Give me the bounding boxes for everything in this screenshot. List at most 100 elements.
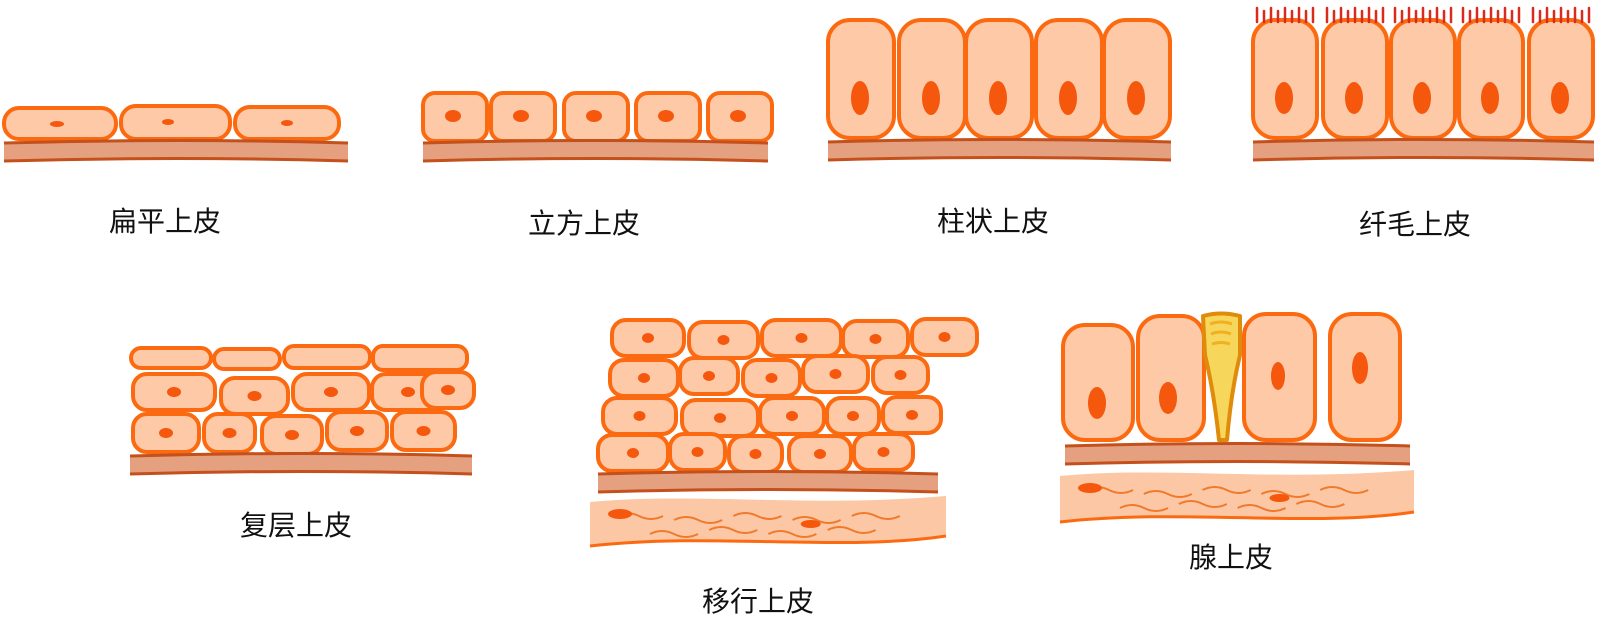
cell xyxy=(787,434,853,474)
cell xyxy=(608,358,680,398)
nucleus xyxy=(877,447,890,457)
cell xyxy=(1328,312,1402,442)
fibroblast-nucleus xyxy=(800,520,821,528)
cell xyxy=(1102,18,1172,140)
panel-columnar-epithelium xyxy=(826,18,1172,162)
membrane-line xyxy=(597,470,939,476)
membrane-line xyxy=(597,488,939,494)
nucleus xyxy=(829,369,842,379)
cell-body xyxy=(212,347,282,371)
cell xyxy=(1136,314,1206,442)
nucleus xyxy=(717,335,730,345)
goblet-cell xyxy=(1201,311,1242,442)
nucleus xyxy=(633,411,646,421)
cell-body xyxy=(1389,18,1457,140)
nucleus xyxy=(894,370,907,380)
panel-transitional-epithelium xyxy=(589,317,979,548)
nucleus xyxy=(416,426,431,436)
basement-membrane xyxy=(422,139,769,163)
nucleus xyxy=(691,447,704,457)
nucleus xyxy=(869,334,882,344)
membrane-line xyxy=(422,139,769,145)
label-stratified: 复层上皮 xyxy=(239,509,353,542)
goblet-body xyxy=(1201,311,1242,442)
nucleus xyxy=(1481,82,1499,114)
cell xyxy=(741,358,802,398)
fibroblast-nucleus xyxy=(608,509,632,519)
fiber xyxy=(767,530,817,538)
secretory-granules xyxy=(1209,320,1233,346)
cell xyxy=(1389,18,1457,140)
membrane-line xyxy=(827,156,1172,162)
cell xyxy=(687,320,760,360)
basement-membrane xyxy=(1064,442,1411,466)
membrane-band xyxy=(1065,443,1410,464)
cell xyxy=(826,18,896,140)
cell-body xyxy=(826,18,896,140)
cell xyxy=(668,432,727,472)
nucleus xyxy=(1345,82,1363,114)
fiber xyxy=(1319,486,1369,494)
nucleus xyxy=(513,110,529,122)
panel-stratified-epithelium xyxy=(129,344,476,476)
basement-membrane xyxy=(827,138,1172,162)
cell-body xyxy=(1457,18,1525,140)
fiber xyxy=(851,512,901,520)
cell xyxy=(964,18,1034,140)
nucleus xyxy=(1275,82,1293,114)
cilia-group xyxy=(1255,6,1315,24)
cell xyxy=(131,372,217,412)
nucleus xyxy=(922,81,940,115)
nucleus xyxy=(1413,82,1431,114)
nucleus xyxy=(1551,82,1569,114)
cell xyxy=(390,410,457,452)
cell xyxy=(727,434,784,474)
cell xyxy=(601,396,678,436)
nucleus xyxy=(445,110,461,122)
nucleus xyxy=(638,373,650,383)
cell xyxy=(680,398,760,438)
cell-body xyxy=(897,18,967,140)
cell xyxy=(282,344,372,370)
nucleus xyxy=(167,387,181,397)
panel-cuboidal-epithelium xyxy=(421,91,774,163)
fibroblast-nucleus xyxy=(1078,483,1102,493)
cell xyxy=(897,18,967,140)
nucleus xyxy=(586,110,602,122)
cell xyxy=(325,410,389,452)
fiber xyxy=(1202,486,1252,494)
membrane-band xyxy=(4,140,348,161)
nucleus xyxy=(765,373,778,383)
membrane-band xyxy=(423,140,768,161)
membrane-band xyxy=(828,139,1171,160)
cell-body xyxy=(1102,18,1172,140)
membrane-line xyxy=(827,138,1172,144)
nucleus xyxy=(159,428,173,438)
cell-body xyxy=(282,344,372,370)
nucleus xyxy=(847,411,859,421)
cell xyxy=(1321,18,1389,140)
cell xyxy=(202,412,257,454)
cell xyxy=(871,355,930,395)
cell xyxy=(1251,18,1319,140)
nucleus xyxy=(814,449,826,459)
connective-edge xyxy=(589,534,947,548)
cell-body xyxy=(964,18,1034,140)
membrane-line xyxy=(1252,138,1595,144)
label-columnar: 柱状上皮 xyxy=(936,205,1050,238)
nucleus xyxy=(441,385,455,395)
fiber xyxy=(649,530,699,538)
fiber xyxy=(1260,490,1310,498)
cell-body xyxy=(1321,18,1389,140)
membrane-line xyxy=(3,157,349,163)
basement-membrane xyxy=(1252,138,1595,162)
fiber xyxy=(1178,500,1228,508)
cell xyxy=(1457,18,1525,140)
membrane-band xyxy=(1253,139,1594,160)
nucleus xyxy=(1059,81,1077,115)
cell xyxy=(881,395,943,435)
cell xyxy=(841,319,910,359)
cell xyxy=(678,356,740,396)
nucleus xyxy=(1088,387,1106,419)
cell xyxy=(760,318,843,358)
